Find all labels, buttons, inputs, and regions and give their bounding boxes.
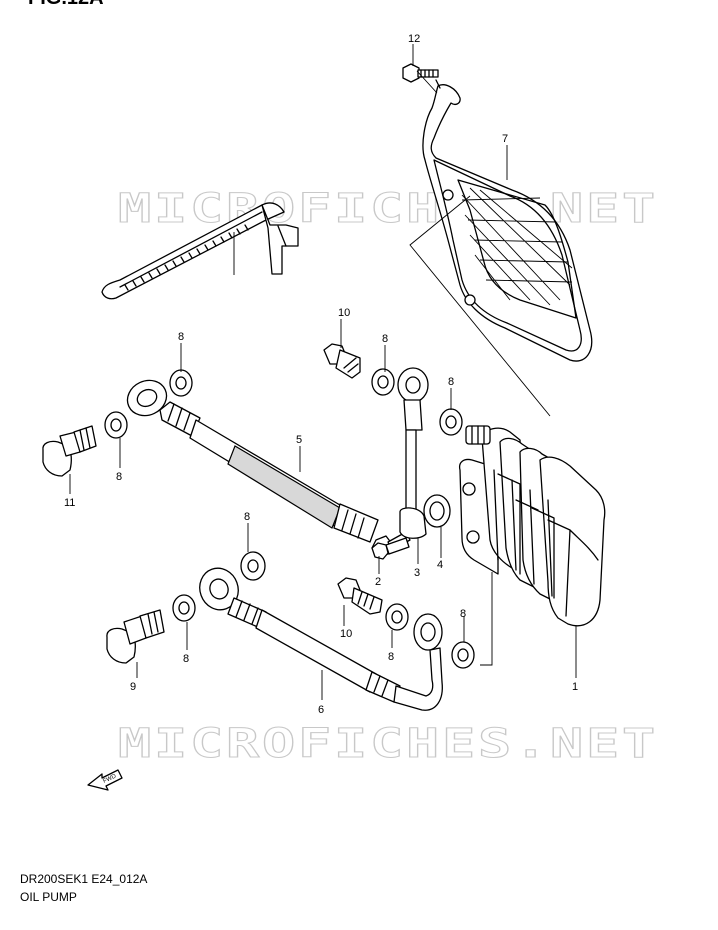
- callout-8-e: 8: [244, 511, 250, 523]
- callout-7: 7: [502, 133, 508, 145]
- footer-code: DR200SEK1 E24_012A: [20, 872, 147, 886]
- banjo-fitting-part-3: [397, 367, 429, 539]
- callout-8-c: 8: [448, 376, 454, 388]
- callout-2: 2: [375, 576, 381, 588]
- o-ring-part-4: [423, 494, 451, 528]
- oil-hose-part-5: [126, 379, 411, 557]
- callout-8-g: 8: [388, 651, 394, 663]
- callout-9-upper: 10: [338, 307, 350, 319]
- washer-part-8-g: [385, 603, 409, 631]
- footer-name: OIL PUMP: [20, 890, 77, 904]
- callout-10-lower: 9: [130, 681, 136, 693]
- clamp-part-12: [101, 202, 299, 300]
- banjo-bolt-part-9-upper: [323, 343, 361, 379]
- callout-3: 3: [414, 567, 420, 579]
- fwd-arrow-label: FWD: [102, 773, 118, 784]
- callout-4: 4: [437, 559, 443, 571]
- oil-pump-part-1: [458, 425, 606, 627]
- fwd-arrow-icon: FWD: [87, 769, 123, 791]
- callout-8-d: 8: [116, 471, 122, 483]
- bolt-part-11: [402, 63, 439, 83]
- cover-part-7: [422, 79, 593, 362]
- washer-part-8-e: [240, 551, 266, 581]
- washer-part-8-f: [172, 594, 196, 622]
- callout-8-h: 8: [460, 608, 466, 620]
- leader-lines: [69, 44, 577, 700]
- figure-title: FIG.12A: [28, 0, 104, 9]
- oil-hose-part-6: [199, 567, 443, 711]
- callout-8-b: 8: [382, 333, 388, 345]
- callout-5: 5: [296, 434, 302, 446]
- watermark-bottom: MICROFICHES.NET: [118, 721, 658, 767]
- washer-part-8-h: [451, 641, 475, 669]
- plug-part-10-lower: [106, 609, 165, 664]
- washer-part-8-c: [439, 408, 463, 436]
- washer-part-8-d: [104, 411, 128, 439]
- banjo-bolt-part-9-lower: [337, 577, 383, 615]
- watermark-top: MICROFICHES.NET: [118, 186, 658, 232]
- callout-8-f: 8: [183, 653, 189, 665]
- washer-part-8-b: [371, 368, 395, 396]
- callout-10-upper: 11: [64, 497, 75, 509]
- callout-9-lower: 10: [340, 628, 352, 640]
- callout-6: 6: [318, 704, 324, 716]
- callout-1: 1: [572, 681, 578, 693]
- bolt-part-2: [371, 537, 410, 560]
- callout-8-a: 8: [178, 331, 184, 343]
- washer-part-8-a: [169, 369, 193, 397]
- callout-11: 12: [408, 33, 420, 45]
- plug-part-10-upper: [42, 425, 97, 477]
